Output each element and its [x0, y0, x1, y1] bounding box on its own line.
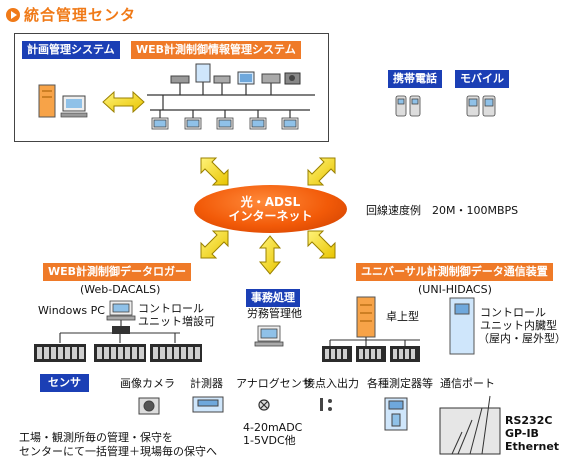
io-module-details-left: [37, 347, 200, 359]
router-icon: [213, 75, 231, 84]
comm-control-unit-line2: ユニット内臓型: [480, 319, 557, 332]
measuring-device-icon: [384, 397, 408, 431]
line-speed-text: 回線速度例 20M・100MBPS: [366, 204, 519, 217]
contact-io-icon: [320, 398, 332, 411]
logger-pc-icon: [106, 300, 136, 321]
mobile-phone-label: 携帯電話: [388, 70, 442, 88]
mobile-device-label: モバイル: [455, 70, 509, 88]
lan-network-diagram: [147, 80, 315, 118]
analog-sensor-icon: [258, 399, 270, 411]
web-info-system-label: WEB計測制御情報管理システム: [131, 41, 301, 59]
title-text: 統合管理センタ: [24, 6, 137, 24]
logger-control-unit-line2: ユニット増設可: [138, 315, 215, 328]
arrow-upper-left-icon: [200, 157, 229, 186]
footer-line2: センターにて一括管理＋現場毎の保守へ: [19, 445, 217, 458]
network-line1: 光・ADSL: [240, 195, 301, 209]
sensor-item-camera: 画像カメラ: [120, 377, 175, 390]
arrow-upper-right-icon: [307, 157, 336, 186]
hub-icon: [170, 75, 190, 84]
sensor-label: センサ: [40, 374, 89, 392]
measuring-instrument-icon: [192, 396, 224, 413]
client-pc-row: [151, 117, 299, 130]
port-spec-line3: Ethernet: [505, 440, 560, 453]
office-sub: 労務管理他: [247, 307, 302, 320]
logger-label: WEB計測制御データロガー: [43, 263, 192, 281]
comm-control-unit-line3: （屋内・屋外型）: [478, 332, 566, 345]
double-arrow-icon: [102, 90, 145, 114]
logger-product: (Web-DACALS): [80, 283, 161, 296]
sensor-item-contact: 接点入出力: [304, 377, 359, 390]
arrow-lower-right-icon: [307, 230, 336, 259]
comm-product: (UNI-HIDACS): [418, 283, 492, 296]
port-spec-line1: RS232C: [505, 414, 553, 427]
analog-spec-line1: 4-20mADC: [243, 421, 303, 434]
logger-control-unit-line1: コントロール: [138, 302, 204, 315]
builtin-control-unit-icon: [449, 297, 475, 355]
page-title: 統合管理センタ: [6, 4, 136, 25]
plan-system-label: 計画管理システム: [22, 41, 120, 59]
monitor-icon: [237, 71, 255, 85]
image-camera-icon: [138, 397, 160, 415]
internet-cloud: 光・ADSL インターネット: [194, 185, 347, 233]
sensor-item-port: 通信ポート: [440, 377, 495, 390]
comm-control-unit-line1: コントロール: [480, 306, 546, 319]
port-spec-line2: GP-IB: [505, 427, 539, 440]
comm-network: [329, 337, 420, 346]
comm-device-label: ユニバーサル計測制御データ通信装置: [356, 263, 553, 281]
analog-spec-line2: 1-5VDC他: [243, 434, 296, 447]
arrow-vertical-icon: [258, 235, 282, 275]
sensor-item-instrument: 計測器: [190, 377, 223, 390]
io-module-details-right: [325, 349, 415, 359]
sensor-item-analog: アナログセンサ: [236, 377, 313, 390]
printer-icon: [261, 73, 281, 84]
footer-line1: 工場・観測所毎の管理・保守を: [19, 431, 173, 444]
windows-pc-label: Windows PC: [38, 304, 105, 317]
sensor-item-devices: 各種測定器等: [367, 377, 433, 390]
antenna-tower-icon: [439, 395, 501, 455]
camera-icon: [284, 72, 301, 85]
logger-control-box: [112, 326, 130, 334]
pda-icon: [466, 95, 496, 117]
mobile-phone-icon: [395, 95, 421, 117]
network-line2: インターネット: [228, 209, 313, 223]
play-circle-icon: [6, 7, 20, 22]
office-pc-icon: [254, 325, 284, 347]
desktop-type-label: 卓上型: [386, 310, 419, 323]
desktop-unit-icon: [356, 296, 376, 338]
pc-icon: [60, 95, 88, 118]
server-icon: [38, 84, 56, 118]
server-blue-icon: [195, 63, 211, 83]
arrow-lower-left-icon: [200, 230, 229, 259]
office-label: 事務処理: [246, 289, 300, 307]
